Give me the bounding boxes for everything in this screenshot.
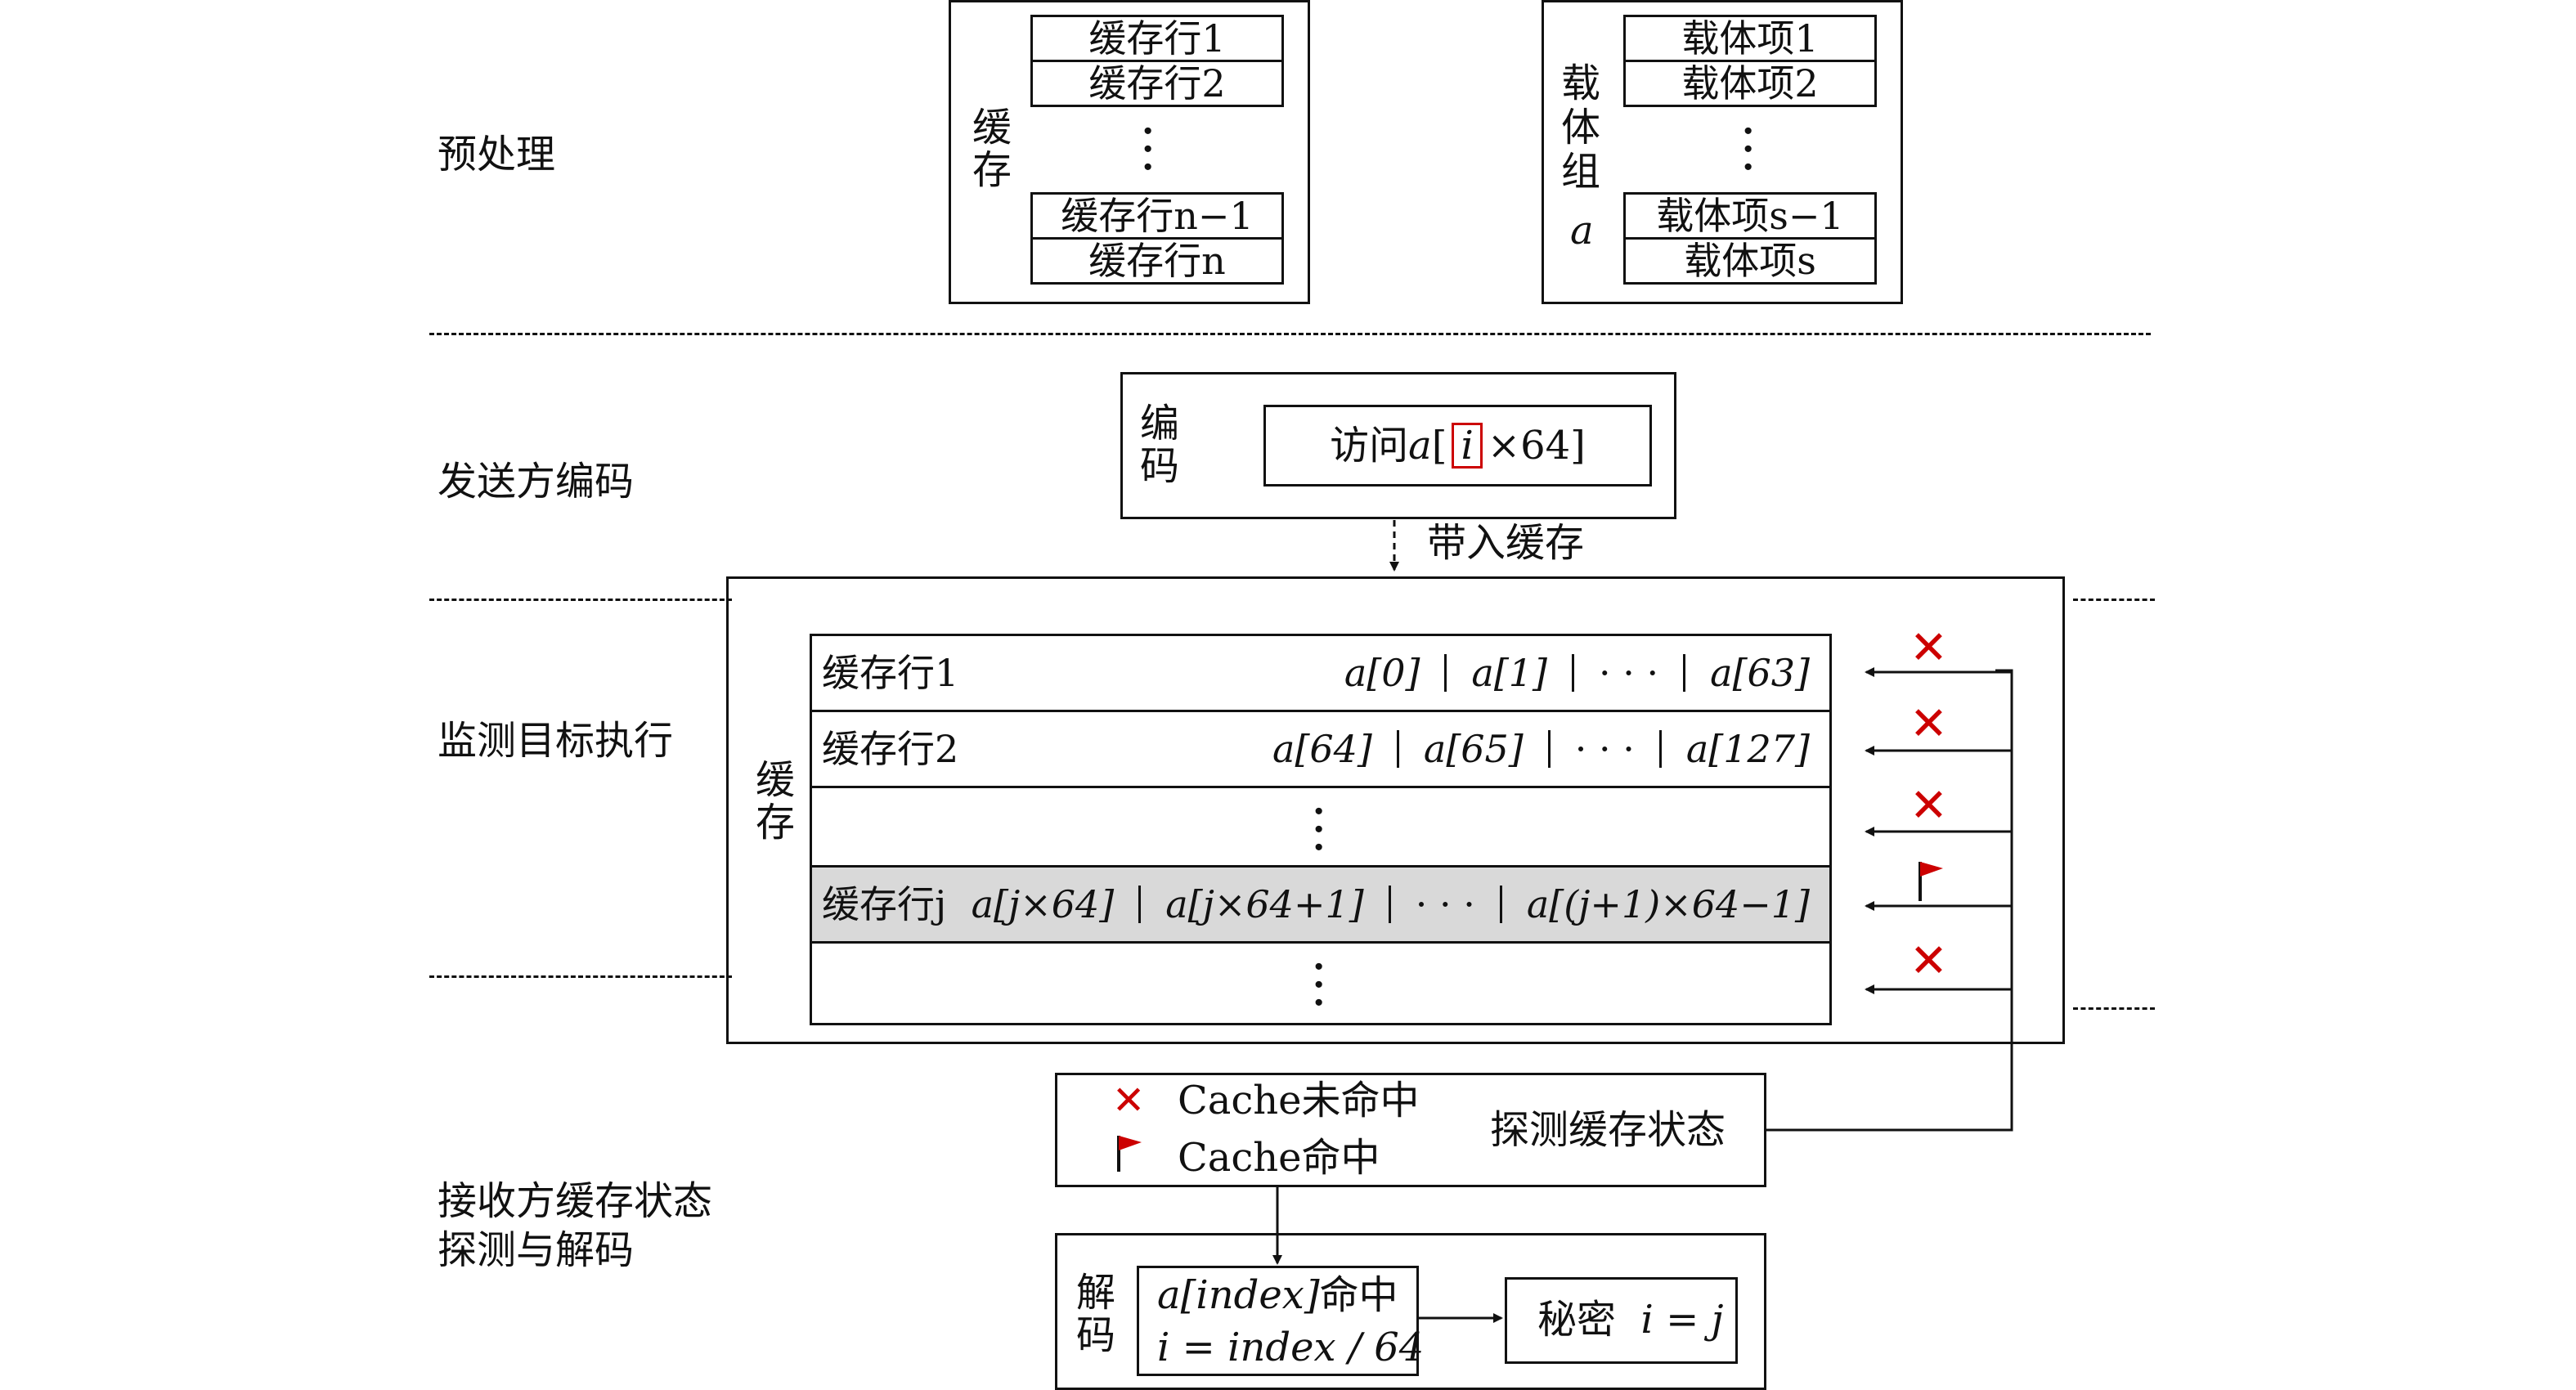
monitor-cache-side-label: 缓存	[755, 757, 795, 845]
payload-group-var: a	[1570, 208, 1594, 253]
legend-miss-label: Cache未命中	[1178, 1078, 1420, 1123]
stage-preprocess: 预处理	[438, 132, 556, 177]
stage-receiver-line2: 探测与解码	[438, 1227, 635, 1273]
separator-1	[429, 333, 2151, 335]
probe-legend-box	[1055, 1073, 1766, 1187]
encode-box	[1120, 372, 1676, 519]
decode-line-1: a[index]命中	[1157, 1272, 1398, 1318]
payload-group-box	[1542, 0, 1903, 304]
preprocess-cache-line-2: 缓存行2	[1030, 60, 1284, 107]
preprocess-cache-line-n: 缓存行n	[1030, 237, 1284, 285]
separator-2-left	[429, 599, 732, 601]
decode-box	[1055, 1233, 1766, 1390]
monitor-cache-box	[726, 576, 2065, 1044]
cross-icon: ✕	[1112, 1078, 1146, 1123]
decode-formula-box	[1137, 1266, 1419, 1376]
encode-side-label: 编码	[1139, 401, 1179, 489]
cross-icon: ✕	[1910, 621, 1948, 675]
cross-icon: ✕	[1910, 935, 1948, 988]
separator-2-right	[2073, 599, 2155, 601]
cache-row-1: 缓存行1 a[0] a[1] · · · a[63]	[810, 634, 1832, 712]
payload-item-s: 载体项s	[1623, 237, 1877, 285]
decode-side-label: 解码	[1075, 1270, 1115, 1358]
bring-in-label: 带入缓存	[1427, 520, 1585, 566]
payload-group-side-label: 载体组	[1560, 61, 1600, 195]
cross-icon: ✕	[1910, 779, 1948, 832]
stage-receiver-line1: 接收方缓存状态	[438, 1178, 713, 1224]
payload-item-2: 载体项2	[1623, 60, 1877, 107]
flag-icon	[1919, 862, 1943, 901]
secret-box	[1505, 1277, 1738, 1364]
secret-label: 秘密 i = j	[1537, 1297, 1724, 1343]
cache-row-ellipsis-2: ···	[810, 941, 1832, 1025]
separator-3-right	[2073, 1007, 2155, 1010]
separator-3-left	[429, 975, 732, 978]
index-highlight-box: i	[1452, 423, 1483, 469]
stage-monitor: 监测目标执行	[438, 718, 674, 764]
probe-cache-state-label: 探测缓存状态	[1490, 1107, 1726, 1153]
preprocess-cache-side-label: 缓存	[972, 105, 1012, 193]
decode-line-2: i = index / 64	[1157, 1325, 1425, 1370]
payload-item-s-minus-1: 载体项s−1	[1623, 192, 1877, 240]
stage-sender-encode: 发送方编码	[438, 459, 635, 504]
preprocess-cache-box	[949, 0, 1310, 304]
flag-icon	[1117, 1136, 1142, 1172]
legend-hit-label: Cache命中	[1178, 1135, 1380, 1181]
cross-icon: ✕	[1910, 697, 1948, 751]
cache-row-j: 缓存行j a[j×64] a[j×64+1] · · · a[(j+1)×64−…	[810, 865, 1832, 944]
